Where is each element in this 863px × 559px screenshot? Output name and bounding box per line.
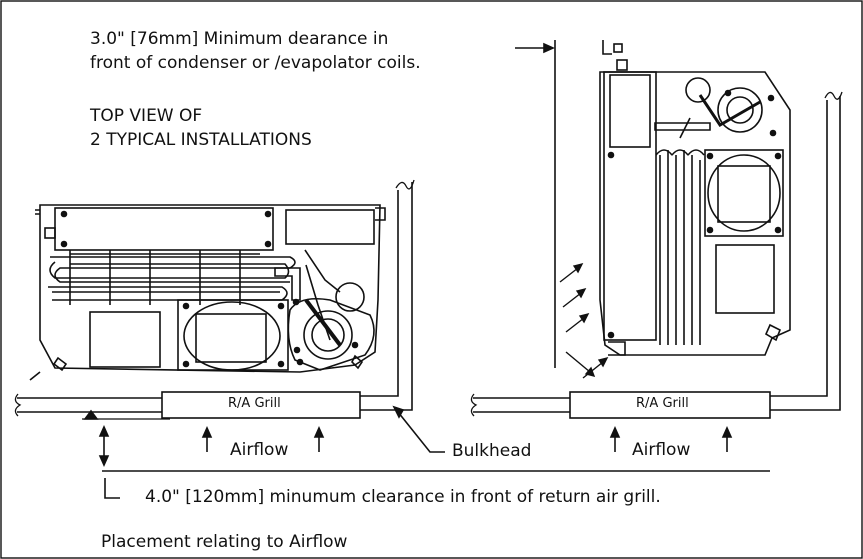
right-floor-line (473, 397, 570, 413)
grill-clearance-note: 4.0" [120mm] minumum clearance in front … (145, 487, 661, 507)
airflow-left-label: Airflow (230, 440, 289, 460)
right-airflow-arrows (609, 426, 733, 452)
coil-clearance-note-line1: 3.0" [76mm] Minimum dearance in (90, 29, 389, 49)
view-title-line1: TOP VIEW OF (90, 106, 203, 126)
grill-left-label: R/A Grill (228, 396, 281, 411)
left-floor-line (17, 397, 162, 413)
grill-right-label: R/A Grill (636, 396, 689, 411)
grill-clearance-dimension (98, 425, 120, 499)
right-bulkhead-wall (770, 96, 841, 411)
left-airflow-arrows (201, 426, 325, 452)
diagram-caption: Placement relating to Airflow (101, 532, 348, 552)
view-title-line2: 2 TYPICAL INSTALLATIONS (90, 130, 312, 150)
airflow-right-label: Airflow (632, 440, 691, 460)
bulkhead-leader (397, 411, 445, 453)
right-unit (515, 40, 791, 368)
grill-left-box (161, 391, 361, 419)
left-unit (29, 204, 386, 381)
grill-right-box (569, 391, 771, 419)
right-side-airflow-arrows (559, 262, 609, 379)
coil-clearance-note-line2: front of condenser or /evapolator coils. (90, 53, 421, 73)
bulkhead-label: Bulkhead (452, 441, 532, 461)
left-bulkhead-wall (360, 182, 413, 411)
